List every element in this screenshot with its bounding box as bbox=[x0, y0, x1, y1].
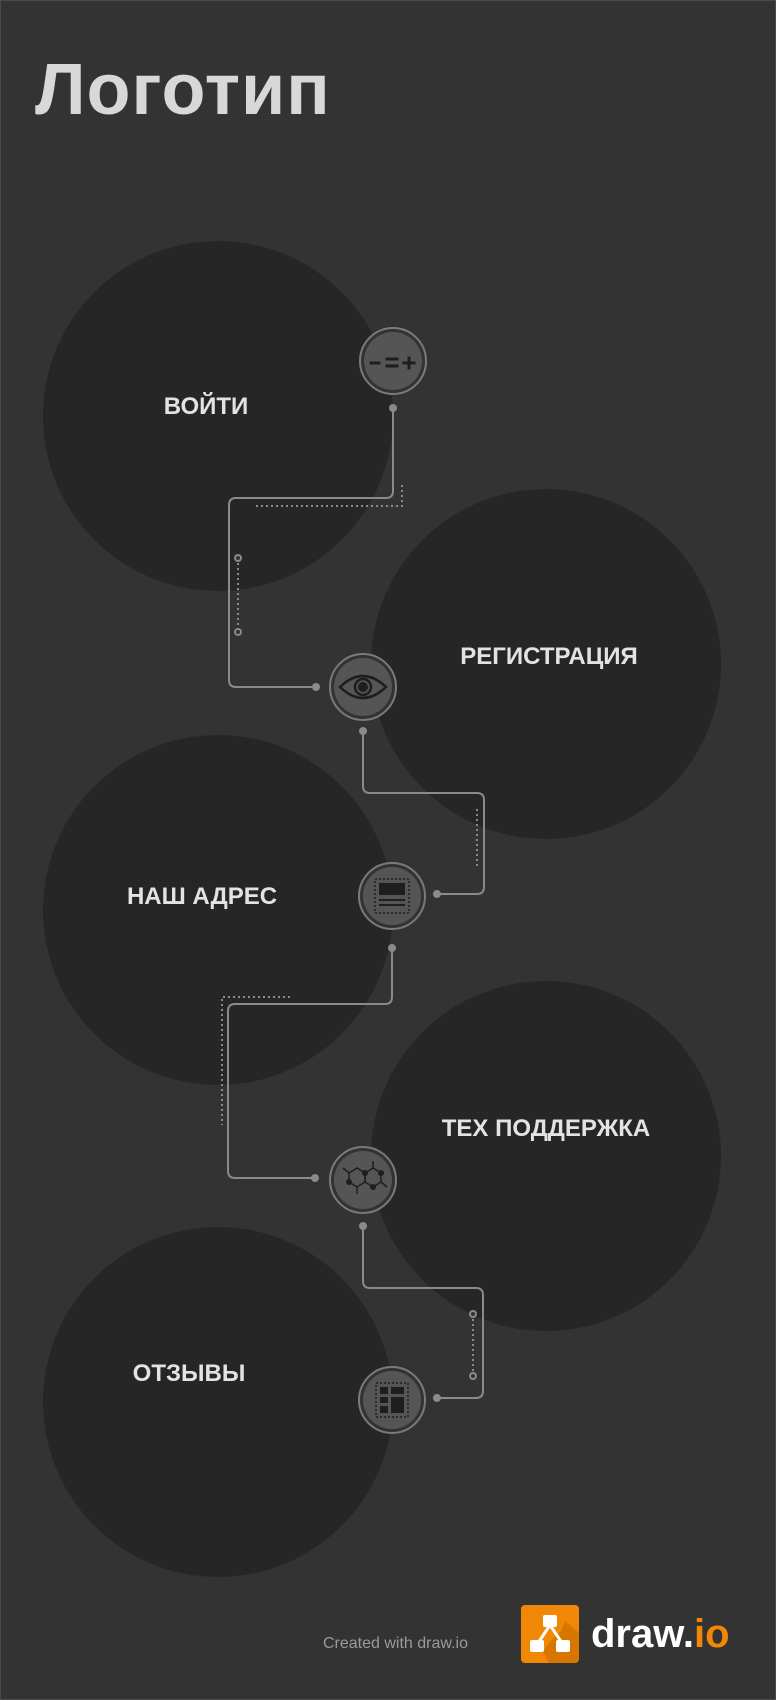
drawio-wordmark-accent: io bbox=[694, 1611, 730, 1656]
connector-dot bbox=[388, 944, 396, 952]
layout-icon[interactable] bbox=[358, 862, 426, 930]
circle-login[interactable] bbox=[43, 241, 393, 591]
molecule-icon[interactable] bbox=[329, 1146, 397, 1214]
dotted-end bbox=[469, 1372, 477, 1380]
eye-icon[interactable] bbox=[329, 653, 397, 721]
connector-dot bbox=[311, 1174, 319, 1182]
circle-reviews[interactable] bbox=[43, 1227, 393, 1577]
connector-3 bbox=[227, 948, 393, 1179]
connector-dot bbox=[359, 727, 367, 735]
circle-register[interactable] bbox=[371, 489, 721, 839]
grid-layout-icon[interactable] bbox=[358, 1366, 426, 1434]
circle-support[interactable] bbox=[371, 981, 721, 1331]
footer-credit: Created with draw.io bbox=[323, 1635, 468, 1652]
menu-item-login[interactable]: ВОЙТИ bbox=[163, 393, 249, 420]
dotted-end bbox=[469, 1310, 477, 1318]
logo-title: Логотип bbox=[35, 50, 331, 130]
drawio-wordmark: draw.io bbox=[591, 1612, 730, 1657]
drawio-wordmark-main: draw. bbox=[591, 1611, 694, 1656]
circle-address[interactable] bbox=[43, 735, 393, 1085]
connector-4 bbox=[362, 1226, 484, 1399]
dotted-end bbox=[234, 628, 242, 636]
menu-item-reviews[interactable]: ОТЗЫВЫ bbox=[132, 1360, 246, 1387]
connector-dot bbox=[312, 683, 320, 691]
menu-item-support[interactable]: ТЕХ ПОДДЕРЖКА bbox=[441, 1115, 651, 1142]
equation-icon[interactable] bbox=[359, 327, 427, 395]
connector-dot bbox=[433, 890, 441, 898]
connector-dot bbox=[359, 1222, 367, 1230]
connector-2 bbox=[362, 731, 485, 895]
drawio-logo-icon bbox=[521, 1605, 579, 1663]
connector-dot bbox=[433, 1394, 441, 1402]
connector-dot bbox=[389, 404, 397, 412]
dotted-4 bbox=[221, 996, 290, 1125]
menu-item-address[interactable]: НАШ АДРЕС bbox=[126, 883, 278, 910]
dotted-1 bbox=[255, 485, 403, 507]
drawio-brand[interactable]: draw.io bbox=[521, 1605, 730, 1663]
connector-1 bbox=[228, 408, 394, 688]
menu-item-register[interactable]: РЕГИСТРАЦИЯ bbox=[460, 643, 638, 670]
dotted-end bbox=[234, 554, 242, 562]
